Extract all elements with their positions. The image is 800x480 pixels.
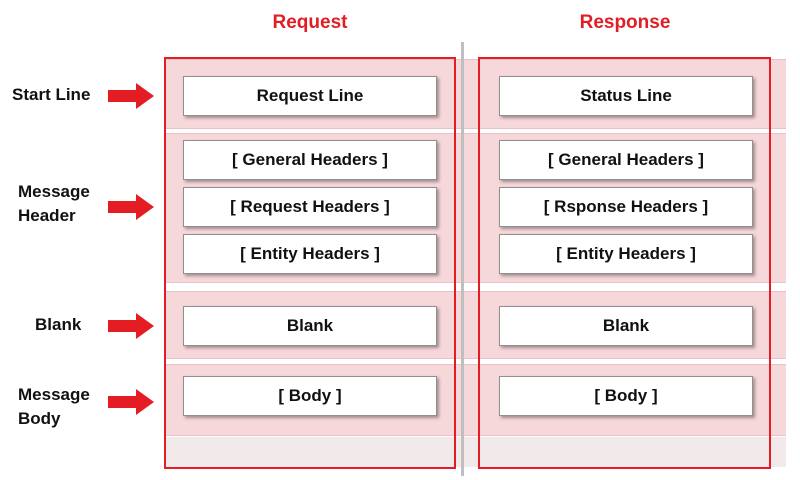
request-body-box: [ Body ] bbox=[183, 376, 437, 416]
start-line-label: Start Line bbox=[12, 85, 91, 104]
request-frame bbox=[164, 57, 456, 469]
request-line-box: Request Line bbox=[183, 76, 437, 116]
request-entity-headers-box: [ Entity Headers ] bbox=[183, 234, 437, 274]
response-column-title: Response bbox=[579, 12, 671, 33]
response-blank-box: Blank bbox=[499, 306, 753, 346]
request-column-title: Request bbox=[272, 12, 348, 33]
bottom-band bbox=[166, 437, 786, 467]
blank-label: Blank bbox=[35, 315, 82, 334]
arrow-right-icon bbox=[108, 83, 154, 109]
response-headers-box: [ Rsponse Headers ] bbox=[499, 187, 753, 227]
arrow-right-icon bbox=[108, 313, 154, 339]
arrow-right-icon bbox=[108, 389, 154, 415]
arrow-right-icon bbox=[108, 194, 154, 220]
message-header-label: Message Header bbox=[18, 182, 90, 225]
response-entity-headers-box: [ Entity Headers ] bbox=[499, 234, 753, 274]
request-general-headers-box: [ General Headers ] bbox=[183, 140, 437, 180]
response-body-box: [ Body ] bbox=[499, 376, 753, 416]
request-headers-box: [ Request Headers ] bbox=[183, 187, 437, 227]
message-body-label: Message Body bbox=[18, 385, 90, 428]
response-general-headers-box: [ General Headers ] bbox=[499, 140, 753, 180]
status-line-box: Status Line bbox=[499, 76, 753, 116]
request-blank-box: Blank bbox=[183, 306, 437, 346]
column-divider bbox=[461, 42, 464, 476]
response-frame bbox=[478, 57, 771, 469]
